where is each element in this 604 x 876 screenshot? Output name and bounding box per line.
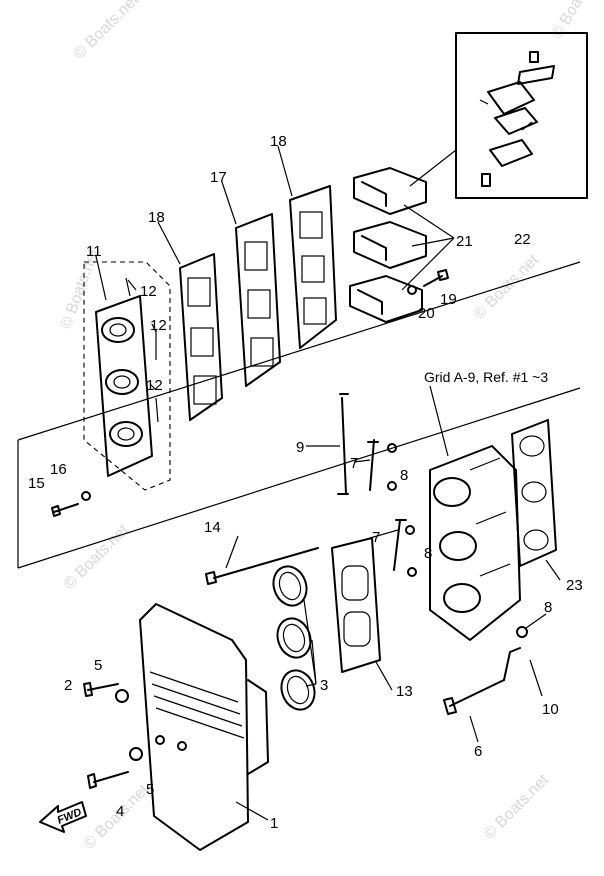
silencer-cover-1	[139, 603, 269, 851]
label-9: 9	[296, 439, 304, 456]
long-bolt-14	[205, 547, 319, 585]
label-2: 2	[64, 677, 72, 694]
label-21: 21	[456, 233, 473, 250]
label-7-top: 7	[350, 455, 358, 472]
label-17: 17	[210, 169, 227, 186]
watermark-mid-right: © Boats.net	[471, 251, 543, 323]
label-12-top: 12	[140, 283, 157, 300]
label-8-low: 8	[544, 599, 552, 616]
watermark-bottom-right: © Boats.net	[481, 771, 553, 843]
gasket-17	[235, 213, 281, 387]
label-20: 20	[418, 305, 435, 322]
gasket-18-front	[179, 253, 223, 421]
o-rings	[272, 565, 316, 711]
bolts-lower	[83, 647, 521, 789]
label-5-low: 5	[146, 781, 154, 798]
reed-plate-11	[95, 277, 159, 477]
linkage-parts	[337, 393, 528, 638]
label-13: 13	[396, 683, 413, 700]
leader-lines	[95, 145, 561, 821]
part-number-labels: 18 17 18 11 12 12 12 15 16 21 22 19 20 G…	[28, 133, 583, 832]
label-11: 11	[86, 243, 102, 260]
label-7-low: 7	[372, 529, 380, 546]
watermark-top-right: © Boats.net	[71, 0, 143, 63]
reed-valve-group-outline	[17, 261, 581, 569]
label-15: 15	[28, 475, 45, 492]
label-19: 19	[440, 291, 457, 308]
watermark-mid-left: © Boats.net	[61, 521, 133, 593]
label-22: 22	[514, 231, 531, 248]
reed-valves	[349, 167, 455, 323]
label-8-mid: 8	[424, 545, 432, 562]
gasket-23	[511, 419, 557, 567]
gasket-13	[331, 537, 381, 673]
reed-valve-inset-box	[409, 32, 588, 199]
bolts-small	[51, 269, 449, 517]
label-12-mid: 12	[150, 317, 167, 334]
label-10: 10	[542, 701, 559, 718]
label-14: 14	[204, 519, 221, 536]
label-5-top: 5	[94, 657, 102, 674]
label-1: 1	[270, 815, 278, 832]
label-3: 3	[320, 677, 328, 694]
reference-note: Grid A-9, Ref. #1 ~3	[424, 369, 548, 385]
watermark-top-corner: © Boats.net	[549, 0, 604, 42]
label-23: 23	[566, 577, 583, 594]
intake-manifold	[429, 445, 521, 641]
label-18-front: 18	[148, 209, 165, 226]
label-6: 6	[474, 743, 482, 760]
label-8-top: 8	[400, 467, 408, 484]
label-4: 4	[116, 803, 124, 820]
label-18-rear: 18	[270, 133, 287, 150]
label-16: 16	[50, 461, 67, 478]
forward-direction-arrow: FWD	[39, 801, 87, 833]
gasket-18-rear	[289, 185, 337, 349]
label-12-low: 12	[146, 377, 163, 394]
